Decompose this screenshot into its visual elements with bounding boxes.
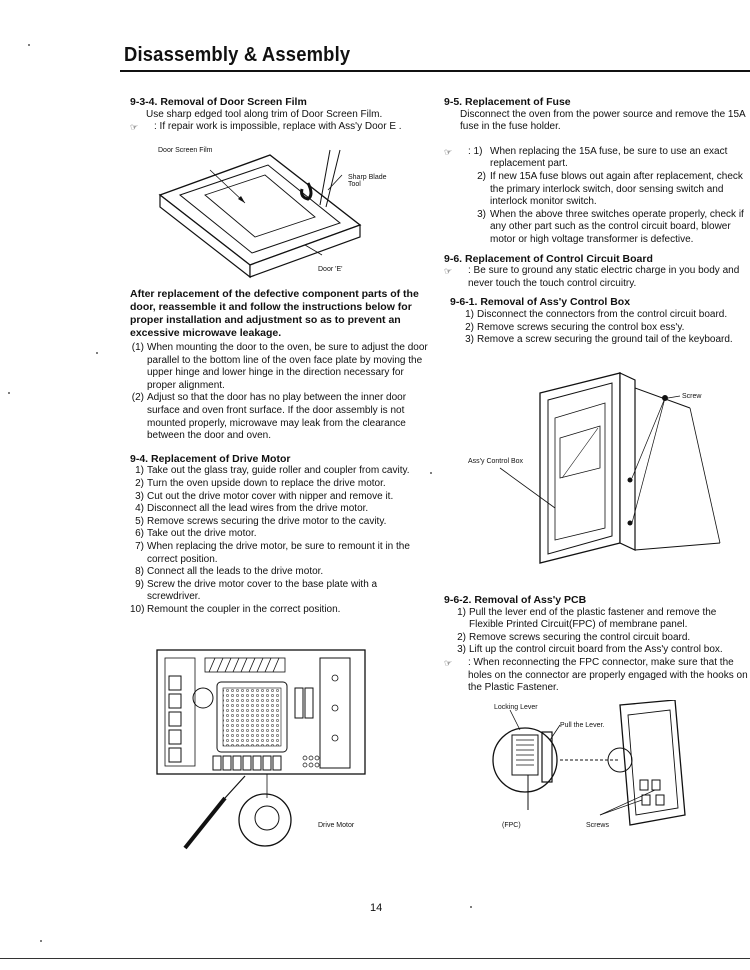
page-number: 14 (370, 902, 383, 914)
list-item: 4)Disconnect all the lead wires from the… (135, 503, 369, 515)
scan-speck (40, 940, 42, 942)
list-item: 2)Turn the oven upside down to replace t… (135, 477, 386, 489)
label-fpc: (FPC) (502, 822, 521, 829)
control-box-diagram (499, 372, 721, 564)
list-item: 3) When the above three switches operate… (477, 208, 744, 245)
list-item: 9)Screw the drive motor cover to the bas… (135, 578, 378, 603)
list-item: 5)Remove screws securing the drive motor… (135, 515, 387, 527)
list-item: 2) If new 15A fuse blows out again after… (477, 170, 743, 208)
label-locking-lever: Locking Lever (494, 704, 538, 711)
pointing-hand-icon: ☞ (444, 266, 453, 277)
label-drive-motor: Drive Motor (318, 822, 355, 829)
drive-motor-steps: 1)Take out the glass tray, guide roller … (130, 465, 428, 616)
list-item: 7)When replacing the drive motor, be sur… (135, 540, 410, 565)
drive-motor-diagram (156, 649, 366, 850)
heading-9-6: 9-6. Replacement of Control Circuit Boar… (444, 252, 653, 265)
list-item: 3)Lift up the control circuit board from… (457, 644, 723, 656)
text-9-3-4: Use sharp edged tool along trim of Door … (146, 108, 383, 120)
note-9-6-2: ☞ : When reconnecting the FPC connector,… (444, 656, 748, 694)
label-screws: Screws (586, 822, 609, 829)
list-item: ☞ : 1) When replacing the 15A fuse, be s… (444, 145, 728, 170)
pcb-steps: 1)Pull the lever end of the plastic fast… (444, 607, 748, 657)
heading-9-4: 9-4. Replacement of Drive Motor (130, 452, 291, 465)
scan-speck (430, 472, 432, 474)
list-item: 1)Take out the glass tray, guide roller … (135, 465, 410, 477)
warning-paragraph: After replacement of the defective compo… (130, 288, 419, 339)
scan-speck (470, 906, 472, 908)
pointing-hand-icon: ☞ (130, 122, 139, 133)
label-sharp-blade-tool: Sharp Blade Tool (348, 174, 387, 188)
bottom-rule (0, 958, 750, 959)
list-item: 8)Connect all the leads to the drive mot… (135, 566, 324, 578)
scan-speck (8, 392, 10, 394)
heading-9-5: 9-5. Replacement of Fuse (444, 96, 571, 108)
list-item: 1)Disconnect the connectors from the con… (465, 308, 728, 320)
list-item: (2)Adjust so that the door has no play b… (131, 392, 407, 442)
list-item: (1)When mounting the door to the oven, b… (131, 342, 428, 391)
list-item: 10)Remount the coupler in the correct po… (130, 603, 341, 615)
right-column: 9-5. Replacement of Fuse Disconnect the … (444, 96, 748, 347)
notes-9-5: ☞ : 1) When replacing the 15A fuse, be s… (444, 146, 748, 247)
left-column-lower: After replacement of the defective compo… (130, 288, 428, 616)
note-9-3-4: ☞ : If repair work is impossible, replac… (130, 121, 402, 133)
pointing-hand-icon: ☞ (444, 146, 453, 157)
fpc-connector-diagram (492, 700, 686, 826)
heading-9-6-1: 9-6-1. Removal of Ass'y Control Box (450, 296, 631, 309)
label-door-screen-film: Door Screen Film (158, 147, 213, 154)
right-column-lower: 9-6-2. Removal of Ass'y PCB 1)Pull the l… (444, 594, 748, 695)
heading-9-6-2: 9-6-2. Removal of Ass'y PCB (444, 594, 587, 606)
title-rule (120, 70, 750, 72)
list-item: 6)Take out the drive motor. (135, 528, 257, 540)
list-item: 1)Pull the lever end of the plastic fast… (457, 606, 717, 631)
label-control-box: Ass'y Control Box (468, 458, 524, 465)
note-9-6: ☞ : Be sure to ground any static electri… (444, 265, 740, 289)
label-screw: Screw (682, 393, 702, 400)
adjust-steps: (1)When mounting the door to the oven, b… (130, 342, 428, 443)
door-screen-film-diagram (158, 149, 362, 279)
text-9-5: Disconnect the oven from the power sourc… (460, 108, 746, 133)
list-item: 3)Cut out the drive motor cover with nip… (135, 490, 394, 502)
list-item: 2)Remove screws securing the control box… (465, 321, 685, 333)
heading-9-3-4: 9-3-4. Removal of Door Screen Film (130, 96, 307, 108)
label-door-e: Door 'E' (318, 266, 343, 273)
scan-speck (96, 352, 98, 354)
pointing-hand-icon: ☞ (444, 657, 453, 668)
label-pull-lever: Pull the Lever. (560, 722, 605, 729)
page-title: Disassembly & Assembly (124, 44, 351, 66)
control-box-steps: 1)Disconnect the connectors from the con… (444, 309, 748, 347)
list-item: 2)Remove screws securing the control cir… (457, 631, 691, 643)
list-item: 3)Remove a screw securing the ground tai… (465, 334, 733, 346)
left-column: 9-3-4. Removal of Door Screen Film Use s… (130, 96, 430, 134)
scan-speck (28, 44, 30, 46)
